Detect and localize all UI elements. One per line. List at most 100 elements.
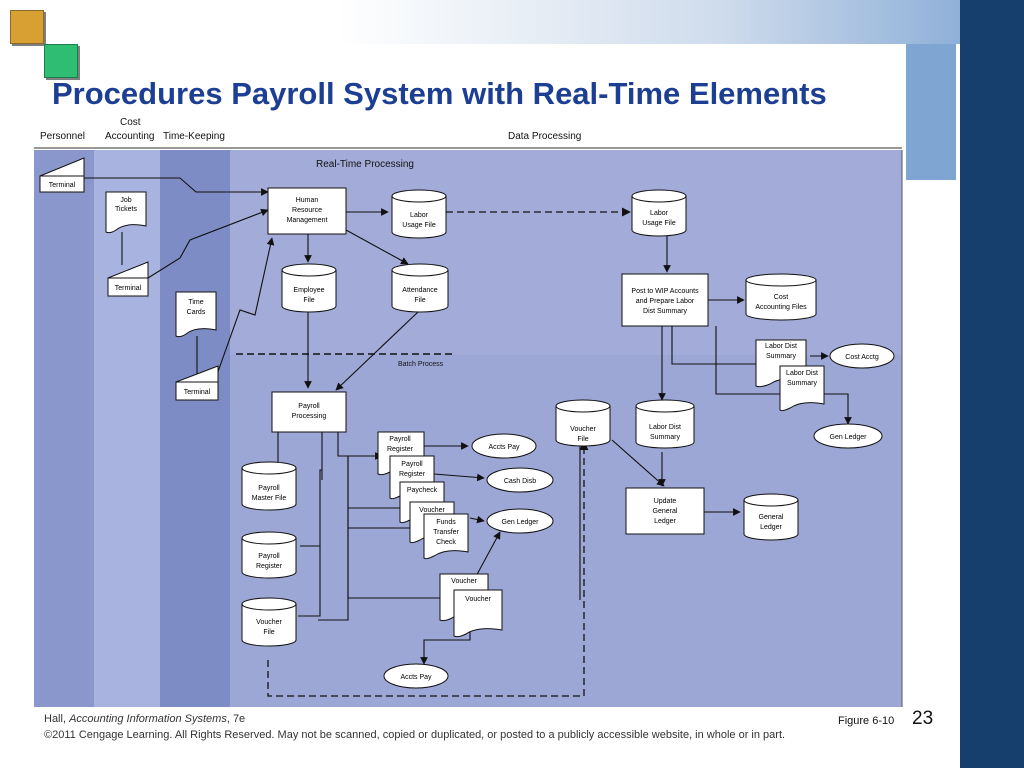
svg-text:Payroll: Payroll bbox=[258, 553, 280, 560]
svg-text:Management: Management bbox=[287, 217, 328, 224]
svg-text:Payroll: Payroll bbox=[401, 461, 423, 468]
payroll-processing-process: Payroll Processing bbox=[271, 391, 347, 433]
accts-pay-external-bottom: Accts Pay bbox=[383, 663, 449, 689]
job-tickets-document: Job Tickets bbox=[105, 191, 147, 234]
hrm-process: Human Resource Management bbox=[267, 187, 347, 235]
svg-text:File: File bbox=[303, 297, 314, 304]
svg-text:Usage File: Usage File bbox=[642, 220, 676, 227]
figure-reference: Figure 6-10 bbox=[838, 715, 895, 727]
labor-usage-file-realtime: Labor Usage File bbox=[391, 189, 447, 239]
terminal-label: Terminal bbox=[115, 285, 142, 292]
payroll-register-file: Payroll Register bbox=[241, 531, 297, 579]
svg-text:Register: Register bbox=[387, 446, 414, 453]
terminal-personnel: Terminal bbox=[39, 157, 85, 193]
accts-pay-external-top: Accts Pay bbox=[471, 433, 537, 459]
svg-text:Job: Job bbox=[120, 197, 131, 204]
footer-citation: Hall, Accounting Information Systems, 7e bbox=[44, 713, 245, 725]
svg-text:Cards: Cards bbox=[187, 309, 206, 316]
svg-text:File: File bbox=[577, 436, 588, 443]
funds-transfer-document: Funds Transfer Check bbox=[423, 513, 469, 560]
svg-text:Payroll: Payroll bbox=[298, 403, 320, 410]
labor-dist-summary-copy-document: Labor Dist Summary bbox=[779, 365, 825, 412]
svg-text:Accts Pay: Accts Pay bbox=[488, 444, 520, 451]
update-gl-process: Update General Ledger bbox=[625, 487, 705, 535]
svg-text:Labor Dist: Labor Dist bbox=[649, 424, 681, 431]
svg-text:General: General bbox=[759, 514, 784, 521]
svg-text:Summary: Summary bbox=[787, 380, 817, 387]
svg-text:Update: Update bbox=[654, 498, 677, 505]
svg-text:Ledger: Ledger bbox=[760, 524, 782, 531]
footer-book-title: Accounting Information Systems bbox=[69, 713, 227, 725]
svg-text:Transfer: Transfer bbox=[433, 529, 459, 536]
post-wip-process: Post to WIP Accounts and Prepare Labor D… bbox=[621, 273, 709, 327]
right-accent-bar bbox=[960, 0, 1024, 768]
svg-text:Labor Dist: Labor Dist bbox=[786, 370, 818, 377]
svg-text:Check: Check bbox=[436, 539, 456, 546]
svg-text:File: File bbox=[414, 297, 425, 304]
svg-text:Summary: Summary bbox=[650, 434, 680, 441]
svg-text:Resource: Resource bbox=[292, 207, 322, 214]
svg-text:Attendance: Attendance bbox=[402, 287, 438, 294]
footer-edition: , 7e bbox=[226, 713, 246, 725]
title-banner bbox=[0, 0, 960, 44]
svg-text:Register: Register bbox=[399, 471, 426, 478]
svg-text:Accts Pay: Accts Pay bbox=[400, 674, 432, 681]
svg-text:Labor: Labor bbox=[650, 210, 669, 217]
svg-text:Labor: Labor bbox=[410, 212, 429, 219]
footer-author: Hall, bbox=[44, 713, 67, 725]
svg-text:Voucher: Voucher bbox=[570, 426, 596, 433]
svg-text:Gen Ledger: Gen Ledger bbox=[502, 519, 540, 526]
svg-text:Register: Register bbox=[256, 563, 283, 570]
general-ledger-file: General Ledger bbox=[743, 493, 799, 541]
voucher-copy-document: Voucher bbox=[453, 589, 503, 638]
svg-text:Payroll: Payroll bbox=[258, 485, 280, 492]
svg-text:Usage File: Usage File bbox=[402, 222, 436, 229]
svg-text:and Prepare Labor: and Prepare Labor bbox=[636, 298, 695, 305]
svg-text:Gen Ledger: Gen Ledger bbox=[830, 434, 868, 441]
realtime-bg bbox=[230, 150, 902, 355]
payroll-master-file: Payroll Master File bbox=[241, 461, 297, 511]
slide-title: Procedures Payroll System with Real-Time… bbox=[52, 76, 827, 111]
green-square-decoration bbox=[44, 44, 78, 78]
column-label-personnel: Personnel bbox=[40, 131, 85, 142]
terminal-cost-accounting: Terminal bbox=[107, 261, 149, 297]
svg-text:Voucher: Voucher bbox=[419, 507, 445, 514]
svg-text:Cost: Cost bbox=[774, 294, 788, 301]
svg-text:Post to WIP Accounts: Post to WIP Accounts bbox=[631, 288, 699, 295]
column-label-cost-1: Cost bbox=[120, 117, 141, 128]
svg-text:Accounting Files: Accounting Files bbox=[755, 304, 807, 311]
svg-text:Voucher: Voucher bbox=[256, 619, 282, 626]
svg-text:Funds: Funds bbox=[436, 519, 456, 526]
terminal-label: Terminal bbox=[49, 182, 76, 189]
svg-text:Human: Human bbox=[296, 197, 319, 204]
svg-text:Ledger: Ledger bbox=[654, 518, 676, 525]
personnel-column bbox=[34, 150, 94, 707]
svg-text:Payroll: Payroll bbox=[389, 436, 411, 443]
voucher-file-right: Voucher File bbox=[555, 399, 611, 447]
svg-text:Cash Disb: Cash Disb bbox=[504, 478, 536, 485]
svg-text:Processing: Processing bbox=[292, 413, 327, 420]
svg-text:Labor Dist: Labor Dist bbox=[765, 343, 797, 350]
section-batch: Batch Process bbox=[398, 361, 444, 368]
svg-text:Cost Acctg: Cost Acctg bbox=[845, 354, 879, 361]
svg-text:Employee: Employee bbox=[293, 287, 324, 294]
timekeeping-column bbox=[160, 150, 230, 707]
column-label-timekeeping: Time-Keeping bbox=[163, 131, 225, 142]
attendance-file: Attendance File bbox=[391, 263, 449, 313]
labor-dist-summary-file: Labor Dist Summary bbox=[635, 399, 695, 449]
terminal-timekeeping: Terminal bbox=[175, 365, 219, 401]
employee-file: Employee File bbox=[281, 263, 337, 313]
svg-text:General: General bbox=[653, 508, 678, 515]
footer-copyright: ©2011 Cengage Learning. All Rights Reser… bbox=[44, 729, 786, 741]
gen-ledger-external-mid: Gen Ledger bbox=[486, 508, 554, 534]
svg-text:Voucher: Voucher bbox=[451, 578, 477, 585]
gen-ledger-external-right: Gen Ledger bbox=[813, 423, 883, 449]
right-accent-panel bbox=[906, 44, 956, 180]
orange-square-decoration bbox=[10, 10, 44, 44]
voucher-file-left: Voucher File bbox=[241, 597, 297, 647]
svg-text:Tickets: Tickets bbox=[115, 206, 137, 213]
cash-disb-external: Cash Disb bbox=[486, 467, 554, 493]
svg-text:Dist Summary: Dist Summary bbox=[643, 308, 687, 315]
svg-text:Paycheck: Paycheck bbox=[407, 487, 438, 494]
